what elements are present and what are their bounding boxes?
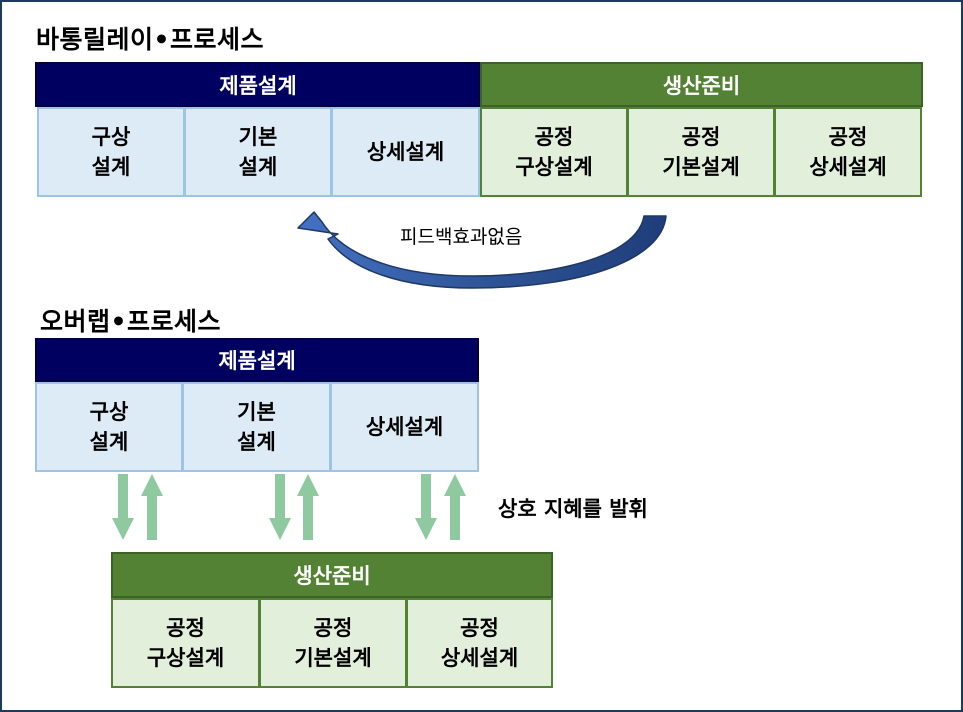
exchange-arrows-detail [415,474,466,540]
overlap-concept-design-cell: 구상 설계 [35,382,183,472]
baton-process-basic-cell: 공정 기본설계 [627,107,775,197]
baton-detail-design-cell: 상세설계 [331,107,480,197]
baton-relay-title: 바통릴레이•프로세스 [36,25,264,54]
baton-concept-design-cell: 구상 설계 [37,107,185,197]
overlap-title: 오버랩•프로세스 [40,307,221,336]
baton-process-detail-cell: 공정 상세설계 [774,107,922,197]
exchange-arrows-basic [269,474,319,540]
overlap-detail-design-cell: 상세설계 [330,382,479,472]
baton-process-concept-cell: 공정 구상설계 [480,107,628,197]
baton-production-prep-header: 생산준비 [480,62,923,107]
overlap-process-concept-cell: 공정 구상설계 [111,598,260,688]
feedback-curved-arrow [297,211,667,289]
overlap-basic-design-cell: 기본 설계 [182,382,331,472]
baton-basic-design-cell: 기본 설계 [184,107,332,197]
exchange-arrows-concept [112,474,163,540]
feedback-label: 피드백효과없음 [400,226,523,248]
overlap-process-detail-cell: 공정 상세설계 [406,598,553,688]
overlap-product-design-header: 제품설계 [35,338,479,382]
synergy-label: 상호 지혜를 발휘 [498,497,648,521]
baton-product-design-header: 제품설계 [35,62,481,107]
overlap-production-prep-header: 생산준비 [111,552,553,598]
